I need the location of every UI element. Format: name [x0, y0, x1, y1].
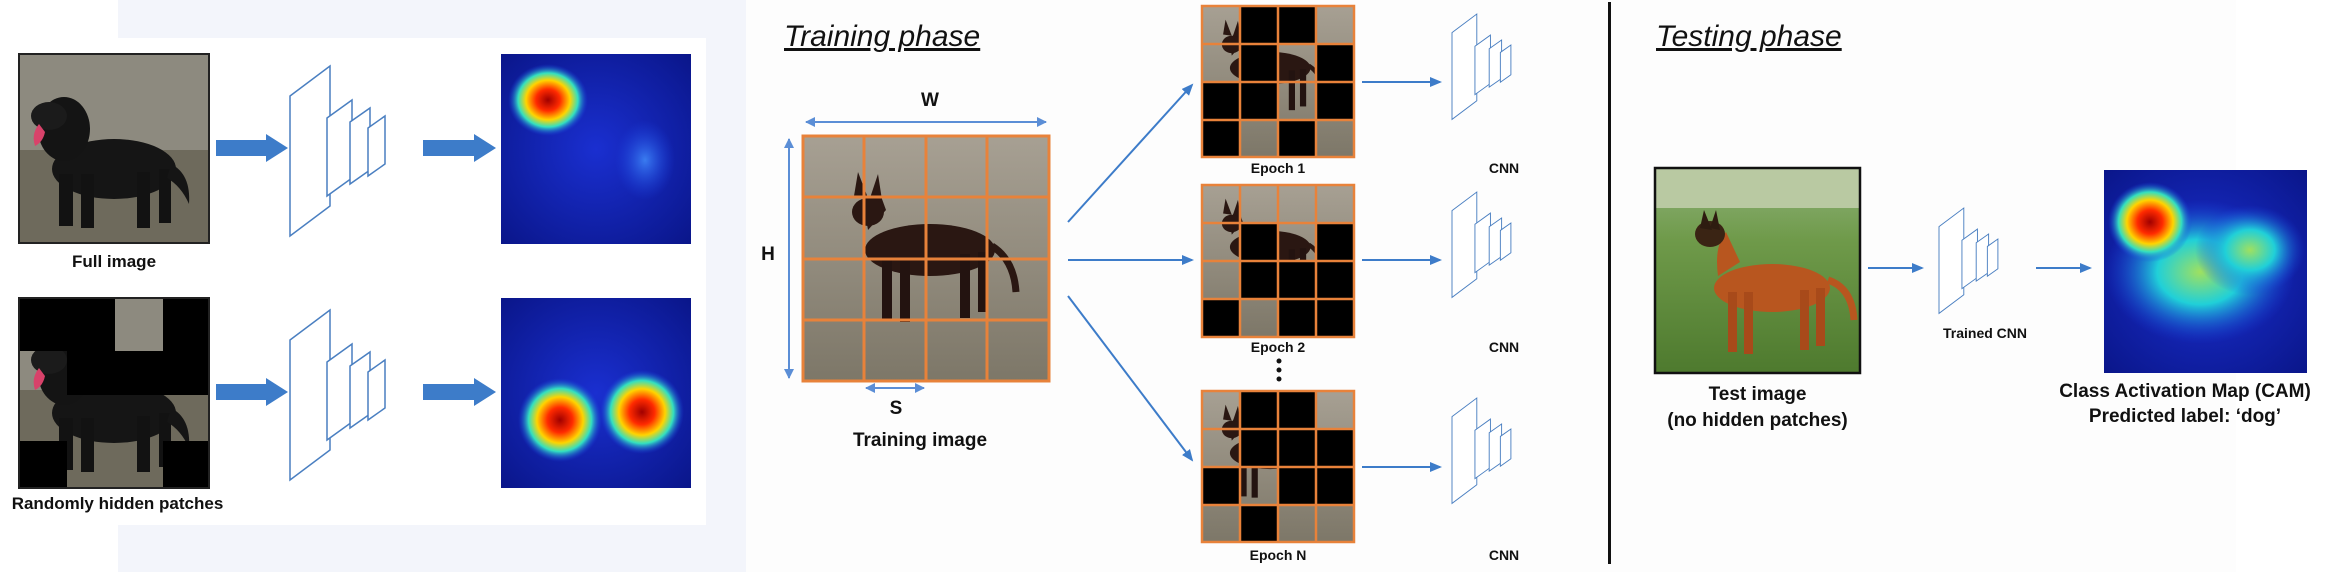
cnn-icon-trained: [1938, 207, 1999, 314]
cnn-label-epoch-2: CNN: [1488, 339, 1520, 355]
heatmap-full: [501, 54, 691, 244]
heatmap-hidden: [501, 298, 691, 488]
phase-divider: [1608, 2, 1611, 564]
epoch-1-label: Epoch 1: [1250, 160, 1306, 176]
test-image: [1653, 166, 1862, 375]
hidden-patches-thumbnail: [18, 297, 210, 489]
cnn-icon-epoch-2: [1451, 191, 1512, 298]
training-image-label: Training image: [852, 430, 988, 451]
height-label: H: [761, 244, 775, 265]
trained-cnn-label: Trained CNN: [1942, 325, 2027, 341]
class-activation-map: [2104, 170, 2307, 373]
stride-label: S: [889, 398, 903, 419]
full-image-label: Full image: [71, 252, 157, 271]
cam-label: Class Activation Map (CAM): [2059, 381, 2311, 402]
cnn-label-epoch-n: CNN: [1488, 547, 1520, 563]
cnn-label-epoch-1: CNN: [1488, 160, 1520, 176]
cnn-icon-full: [289, 65, 386, 237]
predicted-label: Predicted label: ‘dog’: [2088, 406, 2282, 427]
hidden-patches-label: Randomly hidden patches: [11, 494, 224, 513]
epoch-1-image: [1200, 4, 1356, 159]
arrow-to-epoch-n: [1067, 295, 1194, 462]
epoch-2-image: [1200, 183, 1356, 339]
epoch-ellipsis: [1276, 358, 1282, 382]
epoch-2-label: Epoch 2: [1250, 339, 1306, 355]
test-image-sublabel: (no hidden patches): [1667, 410, 1848, 431]
cnn-icon-hidden: [289, 309, 386, 481]
testing-phase-title: Testing phase: [1656, 20, 1842, 53]
width-label: W: [921, 90, 939, 111]
arrow-to-epoch-1: [1067, 83, 1194, 223]
cnn-icon-epoch-n: [1451, 397, 1512, 504]
test-image-label: Test image: [1708, 384, 1807, 405]
cnn-icon-epoch-1: [1451, 13, 1512, 120]
training-image: [801, 134, 1051, 383]
training-phase-title: Training phase: [784, 20, 981, 53]
epoch-n-image: [1200, 389, 1356, 544]
epoch-n-label: Epoch N: [1249, 547, 1307, 563]
full-image-thumbnail: [18, 53, 210, 244]
